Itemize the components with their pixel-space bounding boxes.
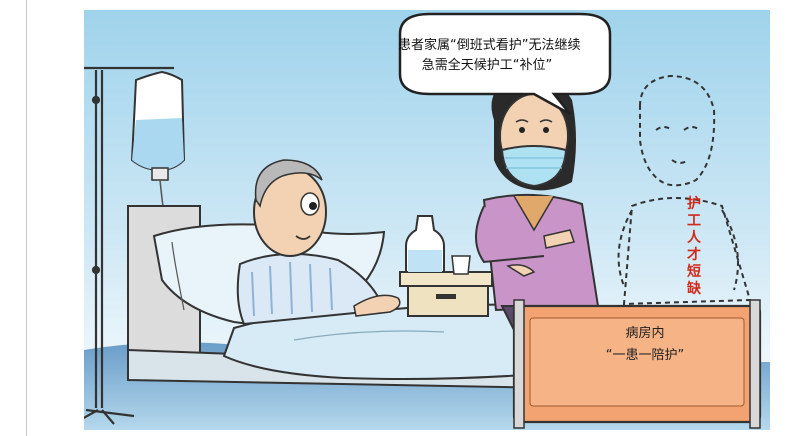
speech-bubble-text: 患者家属“倒班式看护”无法继续 急需全天候护工“补位” xyxy=(398,36,581,76)
ghost-char-6: 缺 xyxy=(687,281,701,297)
iv-stand xyxy=(84,66,174,425)
ghost-char-3: 人 xyxy=(687,230,701,246)
ghost-char-1: 护 xyxy=(687,196,701,212)
ghost-vertical-label: 护 工 人 才 短 缺 xyxy=(685,196,703,298)
patient xyxy=(236,159,401,326)
cartoon-illustration xyxy=(84,10,770,430)
family-relative xyxy=(475,75,600,331)
left-border-line xyxy=(26,0,27,436)
ghost-char-5: 短 xyxy=(687,264,701,280)
ghost-caregiver xyxy=(617,74,752,306)
footboard-line-1: 病房内 xyxy=(625,326,665,341)
footboard-line-2: “一患一陪护” xyxy=(605,348,685,363)
speech-bubble xyxy=(398,12,612,116)
bed-footboard xyxy=(512,299,762,429)
speech-line-2: 急需全天候护工“补位” xyxy=(421,58,553,73)
footboard-text: 病房内 “一患一陪护” xyxy=(532,323,758,367)
ghost-char-4: 才 xyxy=(687,247,701,263)
ghost-char-2: 工 xyxy=(687,213,701,229)
speech-line-1: 患者家属“倒班式看护”无法继续 xyxy=(398,38,581,53)
bedside-table xyxy=(399,215,493,317)
